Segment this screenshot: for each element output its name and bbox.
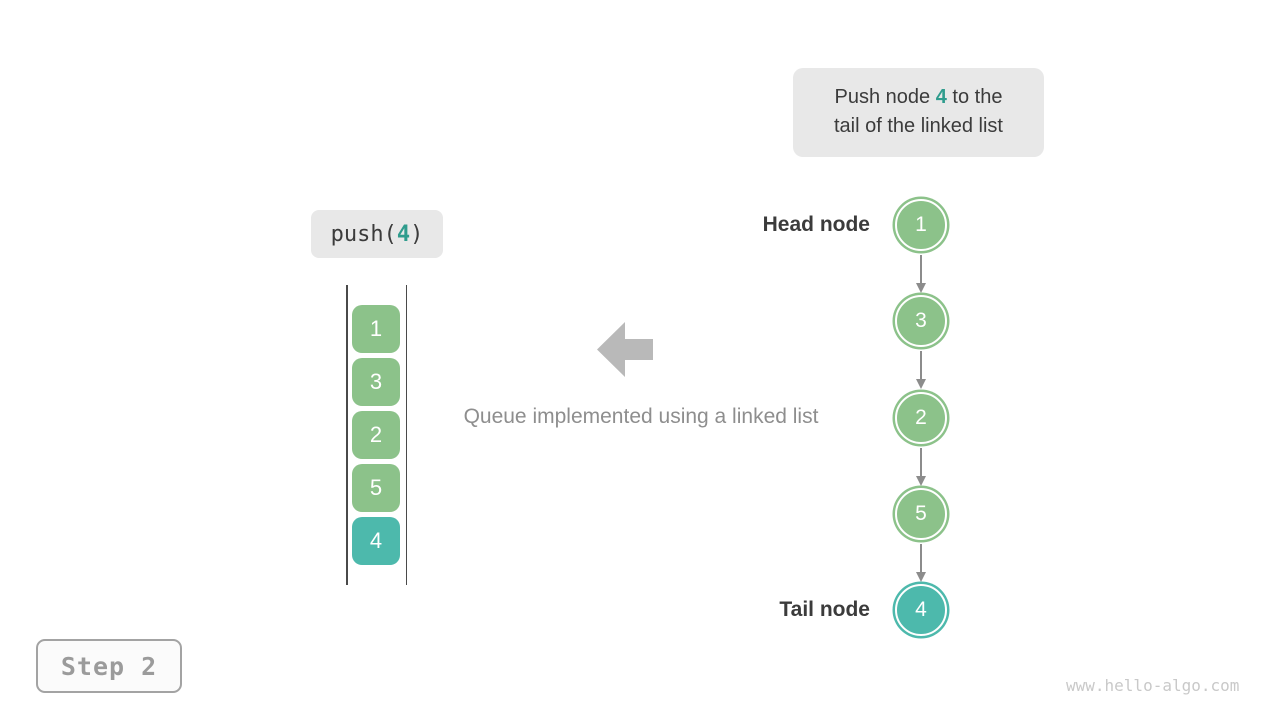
linked-list: 1 3 2 5 4 xyxy=(895,199,947,663)
node-connector-arrow-icon xyxy=(915,543,927,582)
step-badge: Step 2 xyxy=(36,639,182,693)
connector-line xyxy=(919,255,923,283)
list-node: 1 xyxy=(895,199,947,251)
connector-line xyxy=(919,351,923,380)
callout-text-line1-after: to the xyxy=(946,86,1003,108)
node-connector-arrow-icon xyxy=(915,351,927,390)
queue-left-wall xyxy=(346,285,348,585)
push-label-after: ) xyxy=(410,221,424,247)
caption-text: Queue implemented using a linked list xyxy=(463,405,819,428)
queue-right-wall xyxy=(405,285,407,585)
queue-container: 1 3 2 5 4 xyxy=(346,285,407,585)
push-label-before: push( xyxy=(330,221,397,247)
push-label-value: 4 xyxy=(396,221,411,247)
head-node-label: Head node xyxy=(762,213,870,236)
connector-arrowhead xyxy=(916,379,926,390)
node-connector-arrow-icon xyxy=(915,447,927,486)
queue-item: 5 xyxy=(352,464,400,512)
tail-node-label: Tail node xyxy=(779,598,870,621)
step-badge-label: Step 2 xyxy=(60,651,158,681)
queue-item: 4 xyxy=(352,517,400,565)
connector-arrowhead xyxy=(916,283,926,293)
list-node: 4 xyxy=(895,584,947,636)
list-node: 2 xyxy=(895,391,947,444)
connector-line xyxy=(919,543,923,572)
queue-item: 3 xyxy=(352,358,400,406)
callout-text-line1-before: Push node xyxy=(834,86,936,108)
connector-arrowhead xyxy=(916,571,926,582)
callout-bubble: Push node 4 to the tail of the linked li… xyxy=(793,68,1044,157)
queue-item: 1 xyxy=(352,305,400,353)
connector-arrowhead xyxy=(916,475,926,486)
callout-highlight-value: 4 xyxy=(935,86,947,108)
connector-line xyxy=(919,447,923,476)
list-node: 5 xyxy=(895,487,947,540)
callout-text-line2: tail of the linked list xyxy=(834,115,1003,137)
watermark: www.hello-algo.com xyxy=(1066,676,1240,695)
left-block-arrow-icon xyxy=(597,322,653,377)
push-operation-label: push(4) xyxy=(311,210,443,258)
queue-item: 2 xyxy=(352,411,400,459)
list-node: 3 xyxy=(895,295,947,348)
node-connector-arrow-icon xyxy=(915,255,927,293)
